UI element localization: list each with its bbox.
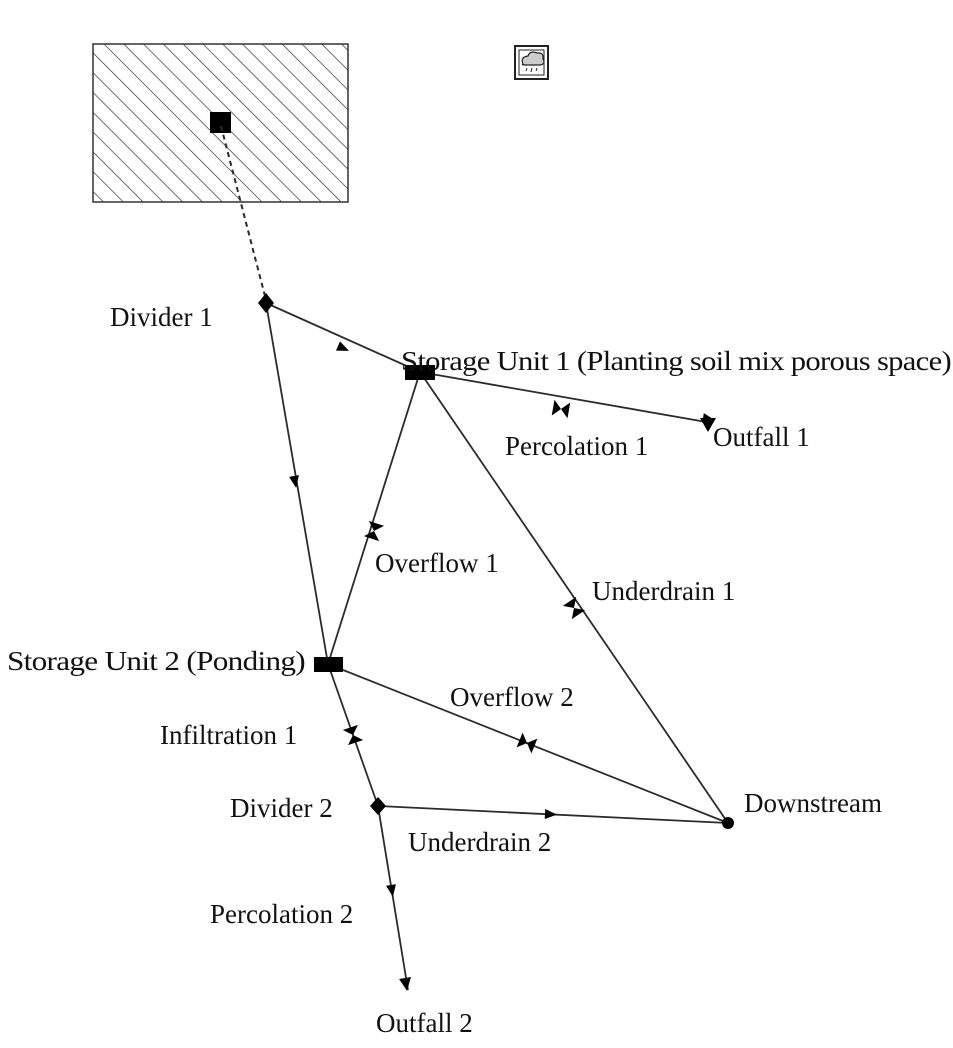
subcatchment-outlet-link[interactable] [220, 125, 267, 301]
orifice-infiltration-1-icon[interactable] [342, 724, 364, 746]
link-underdrain-1[interactable] [419, 371, 729, 824]
storage-unit-2-label: Storage Unit 2 (Ponding) [7, 646, 305, 676]
outfall-1-label: Outfall 1 [713, 422, 810, 452]
overflow-1-label: Overflow 1 [375, 548, 499, 578]
flow-arrow-icon [289, 475, 299, 488]
flow-arrow-icon [386, 884, 396, 897]
weir-overflow-1-icon[interactable] [363, 520, 385, 542]
subcatchment-centroid [210, 112, 231, 133]
link-divider1-storage1[interactable] [265, 302, 421, 373]
overflow-2-label: Overflow 2 [450, 682, 574, 712]
subcatchment-icon[interactable] [92, 43, 349, 203]
percolation-1-label: Percolation 1 [505, 431, 648, 461]
divider-1-node[interactable] [258, 293, 274, 313]
storage-unit-1-node[interactable] [405, 365, 435, 380]
link-percolation-2[interactable] [377, 805, 409, 991]
orifice-underdrain-1-icon[interactable] [562, 596, 586, 620]
underdrain-2-label: Underdrain 2 [408, 827, 551, 857]
downstream-node[interactable] [722, 817, 734, 829]
percolation-2-label: Percolation 2 [210, 899, 353, 929]
underdrain-1-label: Underdrain 1 [592, 576, 735, 606]
orifice-percolation-1-icon[interactable] [551, 399, 571, 419]
flow-arrow-icon [399, 977, 411, 991]
storage-unit-1-label: Storage Unit 1 (Planting soil mix porous… [401, 346, 951, 376]
storage-unit-2-node[interactable] [314, 657, 343, 672]
weir-overflow-2-icon[interactable] [516, 732, 538, 754]
infiltration-1-label: Infiltration 1 [160, 720, 297, 750]
outfall-2-label: Outfall 2 [376, 1008, 473, 1038]
divider-1-label: Divider 1 [110, 302, 213, 332]
divider-2-label: Divider 2 [230, 793, 333, 823]
downstream-label: Downstream [744, 788, 882, 818]
link-percolation-1[interactable] [419, 371, 713, 424]
link-overflow-1[interactable] [327, 371, 421, 665]
flow-arrow-icon [544, 809, 557, 819]
flow-arrow-icon [335, 341, 349, 351]
rain-gage-icon[interactable] [514, 45, 549, 80]
divider-2-node[interactable] [370, 797, 386, 815]
outfall-1-node[interactable] [700, 418, 716, 432]
